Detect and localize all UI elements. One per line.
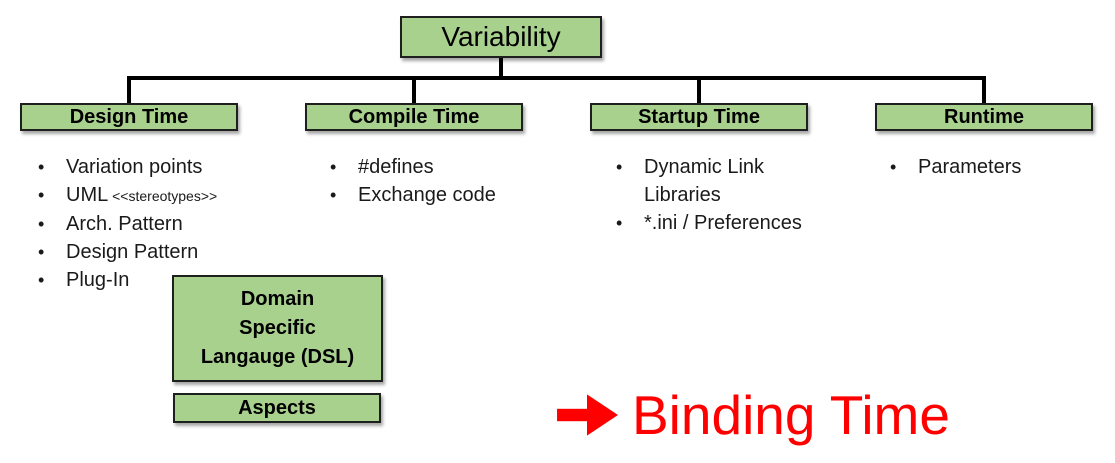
list-item-text: Arch. Pattern	[66, 213, 183, 235]
connector-drop-startup-time	[697, 76, 701, 104]
startup-time-label: Startup Time	[638, 105, 760, 128]
design-time-box: Design Time	[20, 103, 238, 131]
bullet-icon: •	[616, 213, 623, 233]
list-item: • UML <<stereotypes>>	[38, 181, 278, 210]
runtime-box: Runtime	[875, 103, 1093, 131]
connector-root-drop	[499, 58, 503, 77]
startup-time-box: Startup Time	[590, 103, 808, 131]
connector-drop-runtime	[982, 76, 986, 104]
connector-drop-compile-time	[412, 76, 416, 104]
list-item: • Exchange code	[330, 181, 570, 209]
design-time-list: • Variation points • UML <<stereotypes>> • Ar…	[38, 153, 278, 294]
dsl-box: Domain Specific Langauge (DSL)	[172, 275, 383, 382]
runtime-list: • Parameters	[890, 153, 1110, 181]
startup-time-list: • Dynamic Link Libraries • *.ini / Preferen…	[616, 153, 856, 237]
list-item-text: Dynamic Link Libraries	[644, 156, 765, 206]
bullet-icon: •	[38, 185, 45, 205]
dsl-label: Domain Specific Langauge (DSL)	[200, 288, 355, 368]
variability-box: Variability	[400, 16, 602, 58]
variability-label: Variability	[441, 21, 561, 52]
list-item: • #defines	[330, 153, 570, 181]
runtime-label: Runtime	[944, 105, 1024, 128]
list-item-text: Plug-In	[66, 269, 130, 291]
compile-time-label: Compile Time	[348, 105, 480, 128]
list-item-text: Parameters	[918, 156, 1022, 178]
design-time-label: Design Time	[69, 105, 189, 128]
aspects-box: Aspects	[173, 393, 381, 423]
bullet-icon: •	[330, 185, 337, 205]
list-item-text: Design Pattern	[66, 241, 199, 263]
list-item-small-text: <<stereotypes>>	[108, 188, 218, 204]
bullet-icon: •	[38, 157, 45, 177]
list-item-text: *.ini / Preferences	[644, 212, 802, 234]
list-item-text: #defines	[358, 156, 434, 178]
aspects-label: Aspects	[238, 396, 316, 419]
list-item: • Arch. Pattern	[38, 210, 278, 238]
binding-time-annotation: Binding Time	[556, 385, 950, 445]
list-item: • Dynamic Link Libraries	[616, 153, 856, 209]
list-item-text: Exchange code	[358, 184, 496, 206]
list-item-text: Variation points	[66, 156, 203, 178]
right-arrow-icon	[557, 394, 618, 436]
annotation-label: Binding Time	[632, 383, 950, 446]
bullet-icon: •	[38, 242, 45, 262]
bullet-icon: •	[38, 270, 45, 290]
list-item: • Parameters	[890, 153, 1110, 181]
bullet-icon: •	[38, 214, 45, 234]
connector-drop-design-time	[127, 76, 131, 104]
connector-horizontal	[127, 76, 986, 80]
list-item: • Plug-In	[38, 266, 278, 294]
list-item: • Variation points	[38, 153, 278, 181]
bullet-icon: •	[330, 157, 337, 177]
list-item: • *.ini / Preferences	[616, 209, 856, 237]
list-item: • Design Pattern	[38, 238, 278, 266]
list-item-text: UML <<stereotypes>>	[66, 184, 218, 206]
compile-time-box: Compile Time	[305, 103, 523, 131]
bullet-icon: •	[616, 157, 623, 177]
compile-time-list: • #defines • Exchange code	[330, 153, 570, 209]
bullet-icon: •	[890, 157, 897, 177]
